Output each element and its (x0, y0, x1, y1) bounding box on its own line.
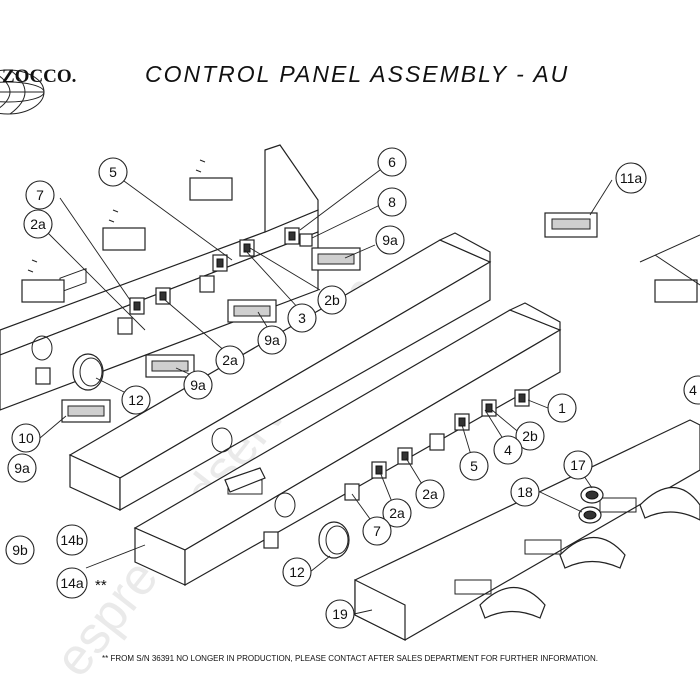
svg-text:7: 7 (36, 187, 44, 203)
callout-4: 4 (493, 435, 523, 465)
display-unit-9a-upper (311, 247, 361, 271)
callout-7-top: 7 (25, 180, 55, 210)
svg-text:14a: 14a (60, 575, 84, 591)
svg-text:12: 12 (289, 564, 305, 580)
callout-9a-mid: 9a (257, 325, 287, 355)
callout-9b: 9b (5, 535, 35, 565)
callout-5-top: 5 (98, 157, 128, 187)
callout-2b-lower: 2b (515, 421, 545, 451)
production-note-marker: ** (95, 577, 107, 594)
callout-7-lower: 7 (362, 516, 392, 546)
page-title: CONTROL PANEL ASSEMBLY - AU (145, 61, 569, 87)
callout-9a-left: 9a (7, 453, 37, 483)
svg-text:8: 8 (388, 194, 396, 210)
callout-12-lower: 12 (282, 557, 312, 587)
svg-text:4: 4 (689, 382, 697, 398)
svg-text:2a: 2a (389, 505, 405, 521)
svg-text:17: 17 (570, 457, 586, 473)
svg-text:5: 5 (470, 458, 478, 474)
svg-text:4: 4 (504, 442, 512, 458)
svg-text:9a: 9a (14, 460, 30, 476)
paddle-handles (479, 486, 700, 619)
callout-1: 1 (547, 393, 577, 423)
callout-9a-low: 9a (183, 370, 213, 400)
svg-text:11a: 11a (620, 170, 643, 186)
callout-4-edge: 4 (683, 375, 700, 405)
display-unit-10 (61, 399, 111, 423)
svg-text:18: 18 (517, 484, 533, 500)
svg-text:9a: 9a (264, 332, 280, 348)
svg-text:5: 5 (109, 164, 117, 180)
svg-text:2b: 2b (324, 292, 340, 308)
brand-logo: ZOCCO. (0, 66, 76, 115)
svg-text:6: 6 (388, 154, 396, 170)
svg-text:2a: 2a (422, 486, 438, 502)
callout-2a-left: 2a (23, 209, 53, 239)
footnote: ** FROM S/N 36391 NO LONGER IN PRODUCTIO… (102, 654, 598, 663)
svg-text:9a: 9a (190, 377, 206, 393)
callout-bubbles: 5 6 7 2a 8 9a 2b 3 9a 2a 9a 12 10 9a 11a… (5, 147, 700, 629)
callout-2a-mid: 2a (215, 345, 245, 375)
front-panel (354, 419, 700, 641)
svg-text:9b: 9b (12, 542, 28, 558)
svg-text:10: 10 (18, 430, 34, 446)
callout-17: 17 (563, 450, 593, 480)
display-unit-9a-low (145, 354, 195, 378)
callout-6: 6 (377, 147, 407, 177)
callout-2a-lower2: 2a (382, 498, 412, 528)
callout-3: 3 (287, 303, 317, 333)
callout-14b: 14b (56, 524, 88, 556)
lower-panel (133, 302, 562, 587)
bracket (224, 467, 266, 493)
svg-text:12: 12 (128, 392, 144, 408)
right-edge-plate (639, 234, 700, 286)
display-unit-9a-mid (227, 299, 277, 323)
callout-2b-upper: 2b (317, 285, 347, 315)
callout-8: 8 (377, 187, 407, 217)
gauge-lower (318, 521, 350, 559)
svg-text:9a: 9a (382, 232, 398, 248)
callout-12-upper: 12 (121, 385, 151, 415)
callout-11a: 11a (615, 162, 647, 194)
svg-text:2b: 2b (522, 428, 538, 444)
svg-text:2a: 2a (222, 352, 238, 368)
svg-text:14b: 14b (60, 532, 84, 548)
svg-text:3: 3 (298, 310, 306, 326)
middle-panel (68, 232, 492, 512)
callout-19: 19 (325, 599, 355, 629)
gauge-upper (72, 353, 104, 391)
callout-2a-lower1: 2a (415, 479, 445, 509)
round-buttons (578, 486, 604, 524)
rocker-switches (35, 227, 530, 549)
callout-18: 18 (510, 477, 540, 507)
callout-9a-upper: 9a (375, 225, 405, 255)
callout-14a: 14a (56, 567, 88, 599)
leader-lines (39, 169, 613, 615)
svg-text:1: 1 (558, 400, 566, 416)
svg-text:19: 19 (332, 606, 348, 622)
callout-5-lower: 5 (459, 451, 489, 481)
switch-plates-top (21, 159, 698, 303)
brand-name: ZOCCO. (2, 66, 76, 87)
display-unit-11a (544, 212, 598, 238)
svg-text:7: 7 (373, 523, 381, 539)
callout-10: 10 (11, 423, 41, 453)
svg-text:2a: 2a (30, 216, 46, 232)
